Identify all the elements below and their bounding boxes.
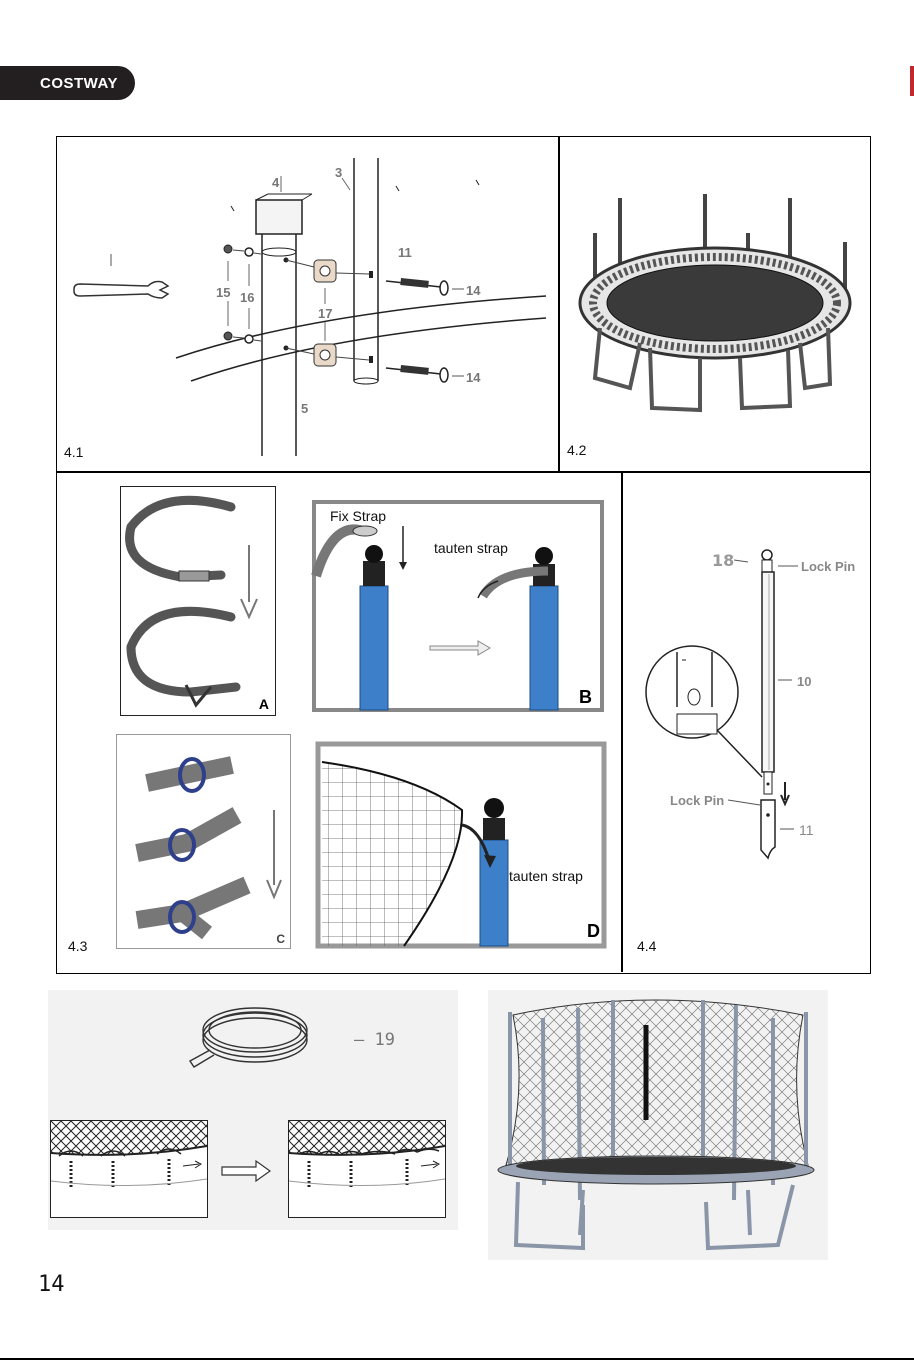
inset-b-letter: B — [579, 687, 592, 708]
inset-d: tauten strap D — [314, 740, 608, 950]
step-arrow-icon — [222, 1160, 272, 1182]
spring-after-inset — [288, 1120, 446, 1218]
part-4-label: 4 — [272, 175, 279, 190]
part-14-label-bottom: 14 — [466, 370, 480, 385]
inset-d-letter: D — [587, 921, 600, 942]
inset-a: A — [120, 486, 276, 716]
tauten-strap-text-b: tauten strap — [434, 540, 508, 556]
part-16-label: 16 — [240, 290, 254, 305]
panel-4-2-label: 4.2 — [567, 442, 586, 458]
part-11-label: 11 — [398, 245, 412, 260]
inset-c: C — [116, 734, 291, 949]
brand-name: COSTWAY — [40, 75, 118, 92]
assembled-trampoline-illustration — [488, 990, 828, 1260]
trampoline-frame-illustration — [560, 138, 870, 470]
inset-c-letter: C — [276, 932, 285, 946]
lock-pin-label-bottom: Lock Pin — [670, 793, 724, 808]
panel-4-3-label: 4.3 — [68, 938, 87, 954]
part-17-label: 17 — [318, 306, 332, 321]
part-5-label: 5 — [301, 401, 308, 416]
lock-pin-label-top: Lock Pin — [801, 559, 855, 574]
page-edge-marker — [910, 66, 914, 96]
panel-4-4-label: 4.4 — [637, 938, 656, 954]
part-19-number: 19 — [374, 1030, 394, 1050]
page-number: 14 — [38, 1272, 65, 1297]
panel-4-1-label: 4.1 — [64, 444, 83, 460]
part-19-label: — 19 — [354, 1030, 395, 1050]
spring-before-inset — [50, 1120, 208, 1218]
page-bottom-rule — [0, 1358, 914, 1360]
part-3-label: 3 — [335, 165, 342, 180]
brand-logo: COSTWAY — [0, 66, 135, 100]
part-15-label: 15 — [216, 285, 230, 300]
pole-assembly-illustration — [622, 472, 870, 972]
frame-assembly-illustration — [56, 136, 558, 472]
inset-b: Fix Strap tauten strap B — [308, 496, 608, 716]
part-10-label: 10 — [797, 674, 811, 689]
part-11-label-4-4: 11 — [799, 822, 814, 838]
coiled-rope-illustration — [180, 995, 320, 1075]
part-18-label: 18 — [712, 551, 734, 570]
part-14-label-top: 14 — [466, 283, 480, 298]
inset-a-letter: A — [259, 696, 269, 712]
tauten-strap-text-d: tauten strap — [509, 868, 583, 884]
fix-strap-text: Fix Strap — [330, 508, 386, 524]
